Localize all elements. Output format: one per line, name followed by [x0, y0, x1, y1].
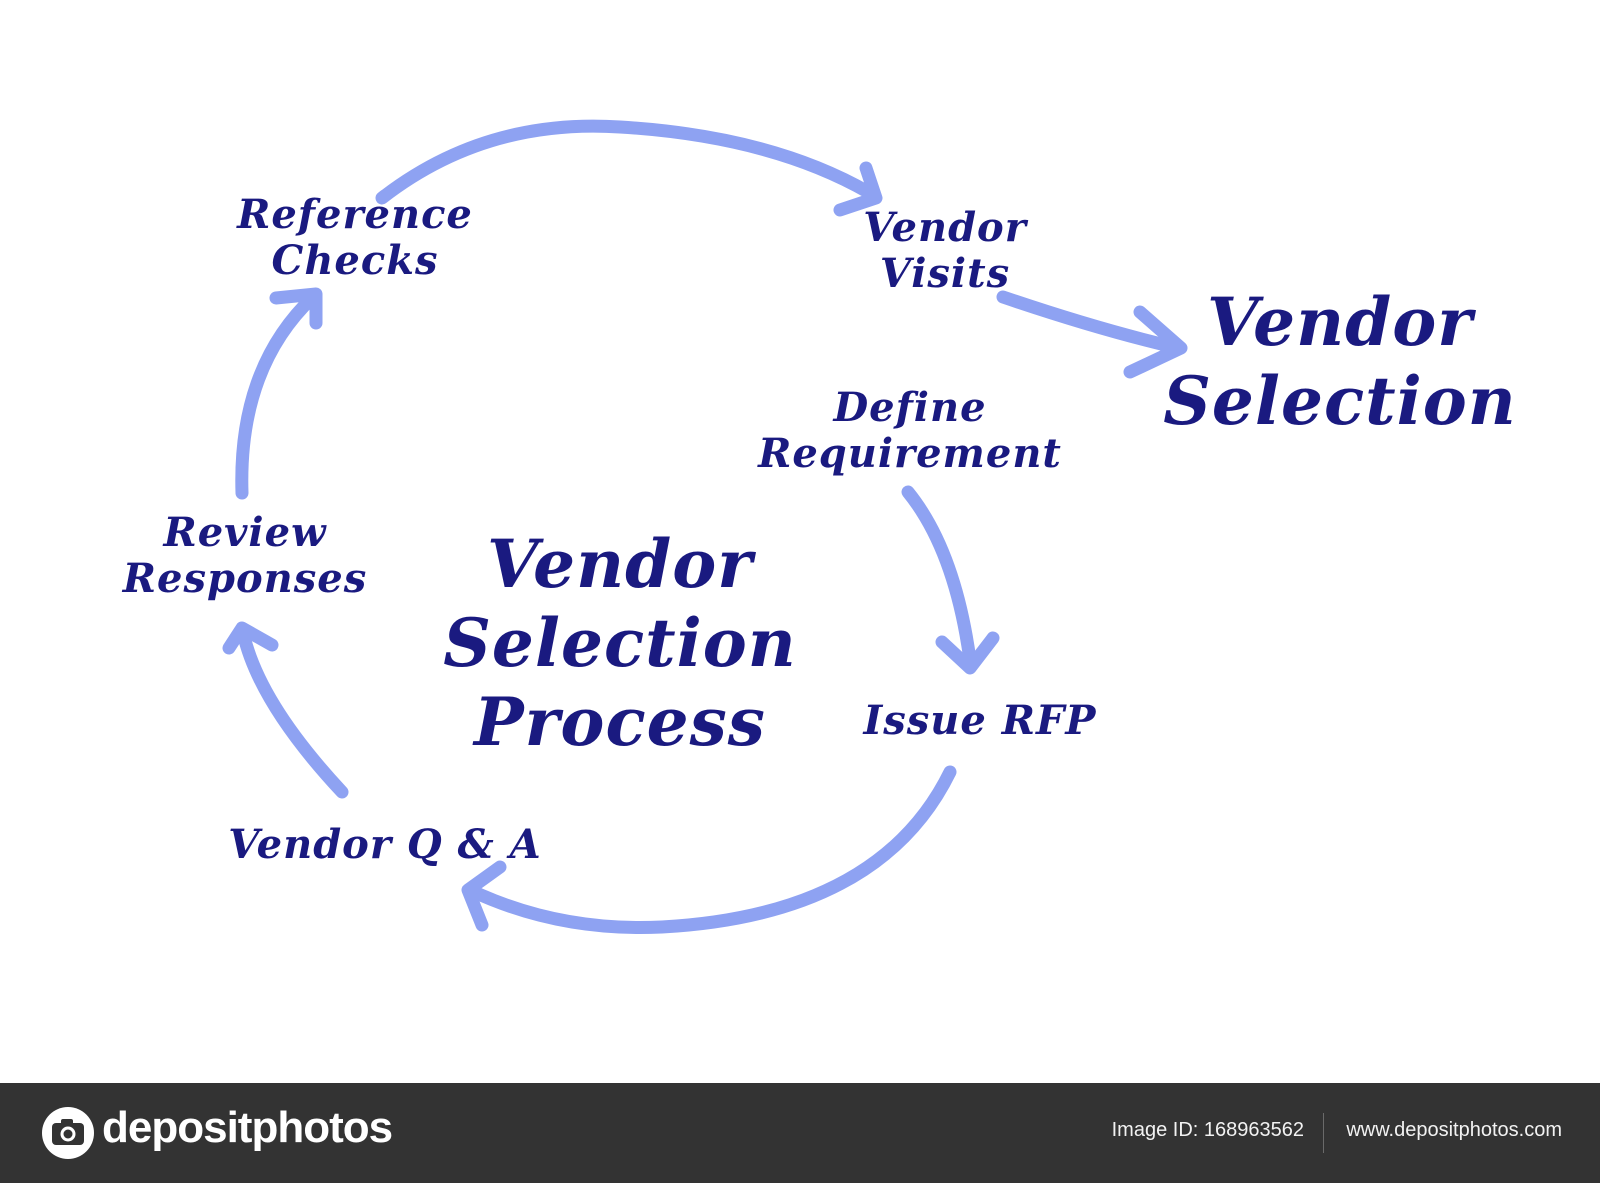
step-issue-rfp: Issue RFP [863, 697, 1097, 744]
arrowhead-qa-to-review [222, 621, 279, 655]
step-reference-checks: Reference Checks [237, 191, 473, 284]
vendor-selection-diagram: Vendor Selection Process Vendor Selectio… [122, 119, 1517, 935]
arrow-define-to-rfp [901, 485, 977, 667]
arrowhead-review-to-reference [269, 287, 323, 330]
watermark-bar: depositphotos Image ID: 168963562 www.de… [0, 1083, 1600, 1183]
camera-icon [42, 1107, 94, 1159]
site-url-text: www.depositphotos.com [1346, 1119, 1562, 1141]
arrow-review-to-reference [235, 290, 320, 500]
arrow-reference-to-visits [375, 119, 875, 205]
arrowhead-define-to-rfp [935, 631, 1000, 675]
step-define-requirement: Define Requirement [758, 384, 1062, 477]
outcome-vendor-selection: Vendor Selection [1163, 283, 1517, 441]
arrow-visits-to-outcome [996, 290, 1185, 355]
arrowhead-visits-to-outcome [1123, 305, 1188, 379]
brand-logo-text: depositphotos [102, 1103, 393, 1152]
step-vendor-qa: Vendor Q & A [228, 821, 542, 868]
arrowhead-rfp-to-qa [461, 860, 507, 932]
image-id-text: Image ID: 168963562 [1111, 1119, 1304, 1141]
arrowhead-reference-to-visits [833, 161, 883, 217]
arrows-layer [222, 119, 1188, 935]
arrow-rfp-to-qa [465, 765, 957, 935]
center-title: Vendor Selection Process [443, 525, 797, 762]
footer-divider [1323, 1113, 1324, 1153]
step-review-responses: Review Responses [122, 509, 368, 602]
step-vendor-visits: Vendor Visits [863, 204, 1027, 297]
arrow-qa-to-review [236, 625, 349, 799]
